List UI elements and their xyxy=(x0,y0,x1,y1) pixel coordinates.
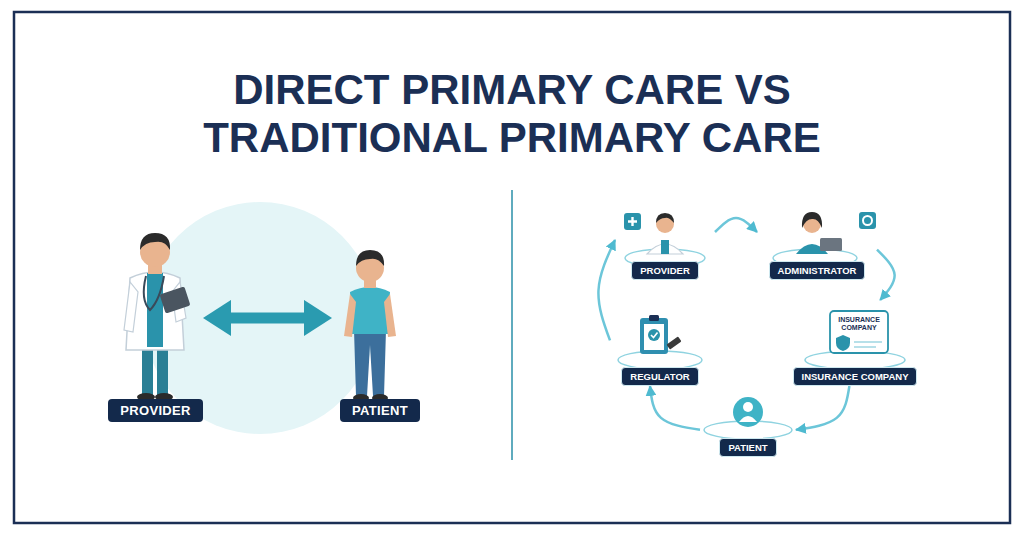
leg xyxy=(142,345,153,395)
node-box: REGULATOR xyxy=(610,300,710,386)
check-badge xyxy=(648,329,660,341)
flow-arrow xyxy=(715,218,757,232)
paper xyxy=(644,324,664,350)
leg xyxy=(157,345,168,395)
insurance-card xyxy=(830,311,888,353)
divider-line xyxy=(511,190,513,460)
node-box: PROVIDER xyxy=(98,230,213,422)
settings-badge xyxy=(859,212,876,229)
insurance-icon xyxy=(805,311,905,369)
diagram-title: DIRECT PRIMARY CARE VS TRADITIONAL PRIMA… xyxy=(152,66,872,162)
hair xyxy=(356,250,384,266)
t-shirt xyxy=(350,287,390,334)
regulator-icon xyxy=(618,315,702,369)
flow-arrow xyxy=(796,386,849,430)
node-label: ADMINISTRATOR xyxy=(769,261,866,280)
gear xyxy=(863,216,872,225)
page-frame xyxy=(14,12,1010,523)
node-label: REGULATOR xyxy=(621,367,698,386)
node-label: PATIENT xyxy=(719,438,776,457)
hair xyxy=(656,213,674,223)
gavel xyxy=(667,337,682,350)
patient-figure xyxy=(344,250,396,402)
sleeve xyxy=(124,282,138,332)
stethoscope xyxy=(144,276,164,310)
node-box: ADMINISTRATOR xyxy=(757,200,877,280)
laptop xyxy=(820,238,842,251)
node-label: PROVIDER xyxy=(108,399,202,422)
clipboard xyxy=(640,318,668,354)
card-line xyxy=(854,341,882,343)
card-line xyxy=(854,346,876,348)
hair xyxy=(802,212,822,228)
clip xyxy=(649,315,659,321)
shield xyxy=(836,335,850,351)
node-box: PROVIDER xyxy=(615,200,715,280)
node-box: PATIENT xyxy=(322,230,438,422)
avatar-circle xyxy=(733,397,763,427)
tablet xyxy=(160,286,191,313)
administrator-icon xyxy=(773,212,876,267)
node-label: INSURANCE COMPANY xyxy=(793,367,918,386)
arm xyxy=(344,294,356,337)
node-label: PATIENT xyxy=(340,399,420,422)
jeans xyxy=(354,330,386,396)
hair xyxy=(140,233,170,250)
flow-arrow xyxy=(877,250,895,300)
flow-arrow xyxy=(650,386,700,430)
scrubs xyxy=(661,240,669,254)
avatar-body xyxy=(739,416,757,422)
flow-arrow xyxy=(598,240,615,340)
medical-badge xyxy=(624,213,641,230)
plus-sign xyxy=(628,217,637,226)
node-box: INSURANCE COMPANY xyxy=(785,300,925,386)
avatar-head xyxy=(743,402,753,412)
check-mark xyxy=(651,333,658,338)
arm xyxy=(384,294,396,337)
card-text: INSURANCE COMPANY xyxy=(833,316,885,332)
node-label: PROVIDER xyxy=(631,261,699,280)
provider-icon xyxy=(624,213,705,267)
node-box: PATIENT xyxy=(700,395,796,457)
double-arrow xyxy=(213,312,322,323)
doctor-figure xyxy=(124,233,190,401)
patient-icon xyxy=(704,397,792,439)
